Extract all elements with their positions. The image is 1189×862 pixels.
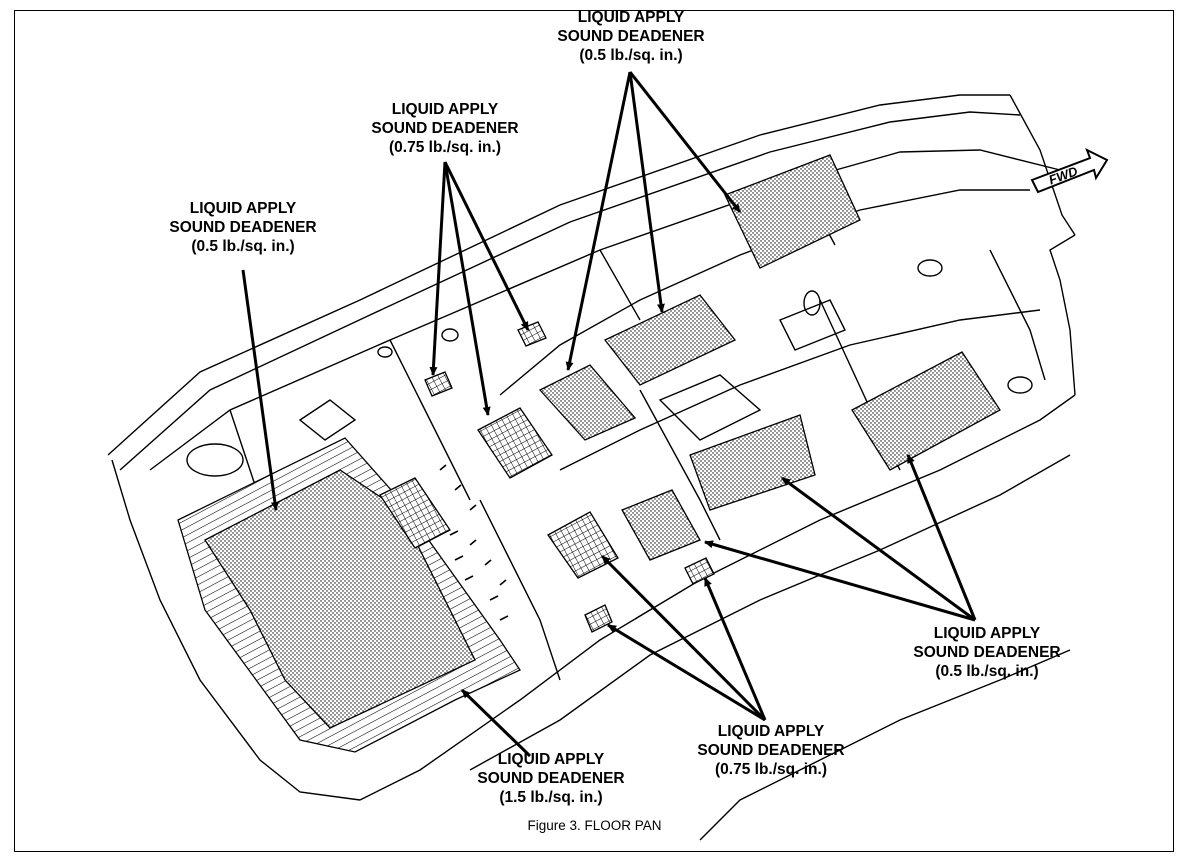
callout-line: (0.75 lb./sq. in.) xyxy=(715,761,827,778)
callout-bottom-center: LIQUID APPLY SOUND DEADENER (0.75 lb./sq… xyxy=(660,722,882,779)
callout-line: SOUND DEADENER xyxy=(913,644,1061,661)
patch-grid-g xyxy=(684,557,715,585)
tunnel-slots xyxy=(439,464,509,621)
callout-line: LIQUID APPLY xyxy=(577,9,685,26)
patch-mid-e xyxy=(689,414,816,511)
patch-grid-b xyxy=(477,407,553,479)
callout-bottom-left: LIQUID APPLY SOUND DEADENER (1.5 lb./sq.… xyxy=(440,750,662,807)
patch-grid-d xyxy=(517,321,547,347)
callout-line: (1.5 lb./sq. in.) xyxy=(499,789,603,806)
callout-line: SOUND DEADENER xyxy=(477,770,625,787)
fwd-arrow-icon: FWD xyxy=(1030,147,1109,194)
callout-line: (0.5 lb./sq. in.) xyxy=(191,238,295,255)
callout-line: LIQUID APPLY xyxy=(933,625,1041,642)
patch-mid-a xyxy=(538,364,637,441)
callout-upper-mid: LIQUID APPLY SOUND DEADENER (0.75 lb./sq… xyxy=(334,100,556,157)
patch-grid-c xyxy=(424,371,453,397)
callout-line: SOUND DEADENER xyxy=(697,742,845,759)
callout-line: LIQUID APPLY xyxy=(717,723,825,740)
callout-right: LIQUID APPLY SOUND DEADENER (0.5 lb./sq.… xyxy=(876,624,1098,681)
callout-line: (0.5 lb./sq. in.) xyxy=(579,47,683,64)
patch-grid-e xyxy=(547,511,619,579)
patch-mid-f xyxy=(851,351,1001,471)
patch-mid-d xyxy=(621,489,701,561)
patch-grid-f xyxy=(584,604,613,633)
patch-grid-a xyxy=(379,477,451,549)
patch-mid-b xyxy=(603,294,737,386)
callout-line: SOUND DEADENER xyxy=(557,28,705,45)
figure-caption: Figure 3. FLOOR PAN xyxy=(527,818,662,833)
patch-mid-c xyxy=(724,154,861,269)
callout-top-center: LIQUID APPLY SOUND DEADENER (0.5 lb./sq.… xyxy=(520,8,742,65)
callout-line: LIQUID APPLY xyxy=(391,101,499,118)
leader-arrows xyxy=(241,71,977,758)
deadener-patches xyxy=(177,154,1001,753)
callout-line: (0.75 lb./sq. in.) xyxy=(389,139,501,156)
callout-line: SOUND DEADENER xyxy=(169,219,317,236)
callout-line: LIQUID APPLY xyxy=(497,751,605,768)
callout-left: LIQUID APPLY SOUND DEADENER (0.5 lb./sq.… xyxy=(132,199,354,256)
callout-line: SOUND DEADENER xyxy=(371,120,519,137)
callout-line: LIQUID APPLY xyxy=(189,200,297,217)
fwd-label: FWD xyxy=(1047,163,1081,187)
callout-line: (0.5 lb./sq. in.) xyxy=(935,663,1039,680)
